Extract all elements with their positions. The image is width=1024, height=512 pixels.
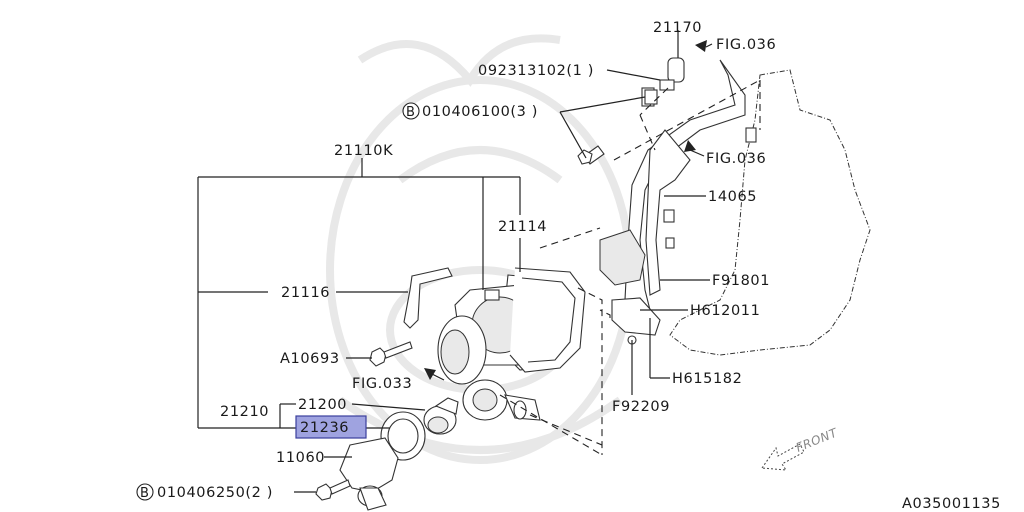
diagram-id: A035001135 [902, 496, 1001, 512]
coolant-pipe [583, 57, 757, 345]
label-f91801: F91801 [712, 273, 770, 289]
arrow-fig036-top [695, 40, 707, 52]
bolt-marker-circle-1 [402, 102, 420, 120]
front-label: FRONT [794, 425, 841, 455]
bolt-010406250 [315, 479, 351, 501]
label-h615182: H615182 [672, 371, 742, 387]
label-21236[interactable]: 21236 [300, 420, 349, 436]
label-f92209: F92209 [612, 399, 670, 415]
label-h612011: H612011 [690, 303, 760, 319]
label-fig033[interactable]: FIG.033 [352, 376, 412, 392]
bolt-a10693 [369, 341, 413, 367]
highlight-21236 [295, 415, 367, 439]
leader-lines [197, 30, 710, 493]
bolt-marker-label-2: B [140, 486, 149, 501]
label-21110k: 21110K [334, 143, 393, 159]
bolt-marker-circle-2 [136, 483, 154, 501]
label-fig036-top[interactable]: FIG.036 [716, 37, 776, 53]
gasket-21114 [509, 267, 586, 373]
assembly-dash-lines [499, 79, 761, 456]
bolt-010406100 [577, 89, 658, 165]
arrow-fig036-mid [684, 140, 696, 152]
label-092313102: 092313102(1 ) [478, 63, 594, 79]
arrow-fig033 [424, 368, 436, 380]
label-21116: 21116 [281, 285, 330, 301]
label-21210: 21210 [220, 404, 269, 420]
bracket-21116 [403, 267, 453, 329]
label-010406100: 010406100(3 ) [422, 104, 538, 120]
label-11060: 11060 [276, 450, 325, 466]
thermostat-21200 [423, 397, 459, 435]
label-21170: 21170 [653, 20, 702, 36]
bolt-marker-label-1: B [406, 105, 415, 120]
label-a10693: A10693 [280, 351, 340, 367]
label-14065: 14065 [708, 189, 757, 205]
label-fig036-mid[interactable]: FIG.036 [706, 151, 766, 167]
label-010406250: 010406250(2 ) [157, 485, 273, 501]
engine-block-outline [669, 69, 871, 356]
thermostat-housing [462, 379, 541, 421]
thermostat-cover-11060 [339, 437, 399, 511]
front-indicator: FRONT [761, 425, 841, 471]
direction-arrows [424, 40, 713, 381]
label-21114: 21114 [498, 219, 547, 235]
label-21200: 21200 [298, 397, 347, 413]
